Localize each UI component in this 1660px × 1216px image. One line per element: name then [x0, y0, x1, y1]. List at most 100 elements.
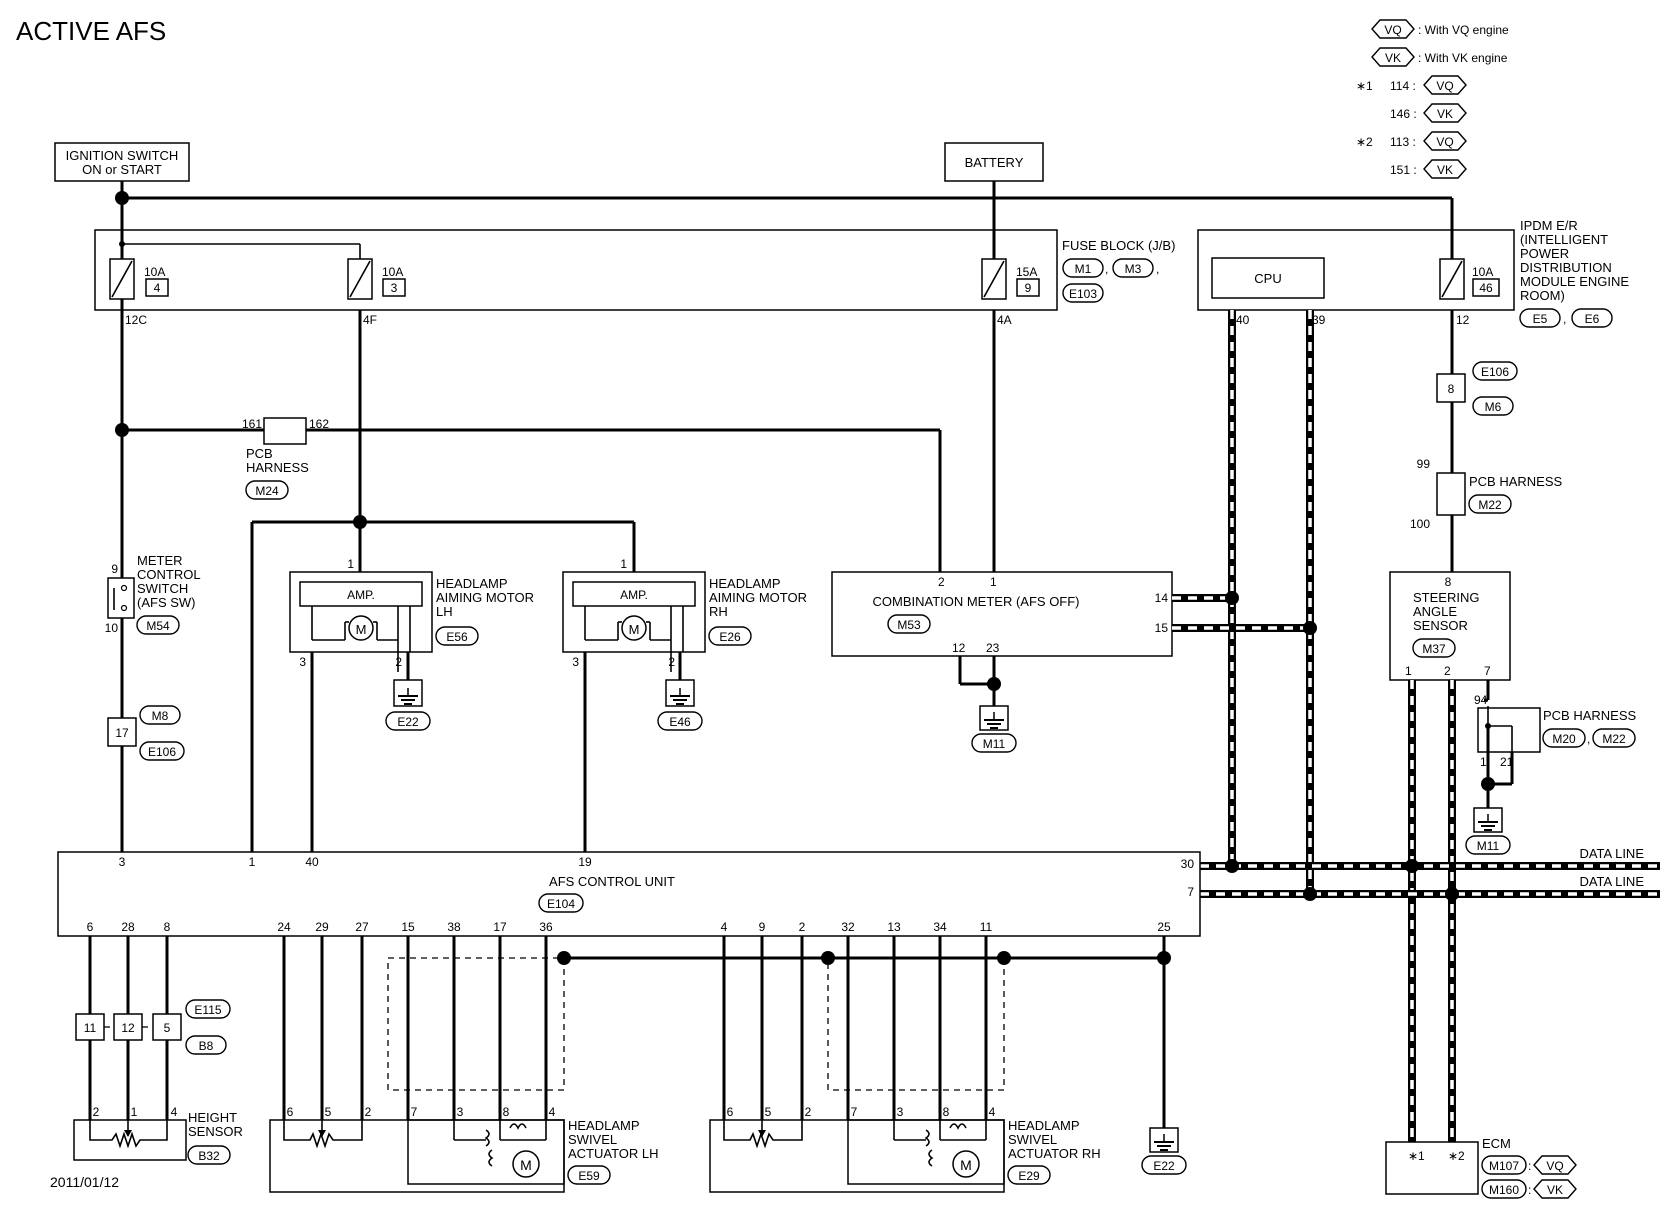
svg-text:PCB: PCB: [246, 446, 273, 461]
svg-text:1: 1: [131, 1105, 138, 1119]
svg-text:ACTUATOR LH: ACTUATOR LH: [568, 1146, 659, 1161]
tag-vk-legend: VK: [1371, 47, 1415, 67]
svg-text:M: M: [356, 622, 367, 637]
svg-text:RH: RH: [709, 604, 728, 619]
svg-text:M3: M3: [1125, 262, 1142, 276]
svg-text:HARNESS: HARNESS: [246, 460, 309, 475]
headlamp-aiming-motor-lh: AMP. M 1 3 2 E22 HEADLAMP AIMING MOTOR L…: [289, 557, 534, 858]
svg-text:AIMING MOTOR: AIMING MOTOR: [436, 590, 534, 605]
svg-text:M11: M11: [983, 737, 1006, 751]
svg-text:MODULE ENGINE: MODULE ENGINE: [1520, 274, 1629, 289]
svg-text:3: 3: [119, 855, 126, 869]
svg-text:PCB HARNESS: PCB HARNESS: [1469, 474, 1563, 489]
svg-text:∗1: ∗1: [1356, 79, 1373, 93]
svg-text:2: 2: [799, 920, 806, 934]
svg-text:38: 38: [447, 920, 461, 934]
svg-text:FUSE BLOCK (J/B): FUSE BLOCK (J/B): [1062, 238, 1175, 253]
svg-text:151 :: 151 :: [1390, 163, 1417, 177]
svg-text:B32: B32: [198, 1149, 220, 1163]
svg-text:25: 25: [1157, 920, 1171, 934]
svg-text:: With VK engine: : With VK engine: [1418, 51, 1508, 65]
svg-text:M1: M1: [1075, 262, 1092, 276]
svg-text:29: 29: [315, 920, 329, 934]
svg-text:VQ: VQ: [1546, 1159, 1563, 1173]
headlamp-aiming-motor-rh: AMP. M 1 3 2 E46 HEADLAMP AIMING MOTOR R…: [562, 557, 807, 858]
svg-text:HEADLAMP: HEADLAMP: [436, 576, 508, 591]
svg-text:SENSOR: SENSOR: [1413, 618, 1468, 633]
svg-text:,: ,: [1587, 732, 1590, 746]
svg-text:E26: E26: [719, 630, 741, 644]
svg-text:POWER: POWER: [1520, 246, 1569, 261]
svg-text:11: 11: [980, 920, 993, 934]
svg-text:AIMING MOTOR: AIMING MOTOR: [709, 590, 807, 605]
svg-text::: :: [1528, 1183, 1531, 1197]
svg-text:34: 34: [933, 920, 947, 934]
svg-text:∗2: ∗2: [1448, 1149, 1465, 1163]
ignition-switch-source: IGNITION SWITCH ON or START: [54, 142, 190, 182]
svg-text:(INTELLIGENT: (INTELLIGENT: [1520, 232, 1608, 247]
tag-vq-legend: VQ: [1371, 19, 1415, 39]
svg-text:HEIGHT: HEIGHT: [188, 1110, 237, 1125]
svg-text:VK: VK: [1437, 107, 1453, 121]
svg-text:E106: E106: [1481, 365, 1509, 379]
svg-text:AMP.: AMP.: [347, 588, 375, 602]
svg-text:∗2: ∗2: [1356, 135, 1373, 149]
svg-text:36: 36: [539, 920, 553, 934]
svg-text:17: 17: [493, 920, 507, 934]
svg-text:8: 8: [503, 1105, 510, 1119]
svg-text:(AFS SW): (AFS SW): [137, 595, 196, 610]
svg-text:99: 99: [1417, 457, 1431, 471]
svg-text:46: 46: [1479, 281, 1493, 295]
svg-text:7: 7: [1484, 664, 1491, 678]
svg-text:2: 2: [395, 655, 402, 669]
svg-text:AFS CONTROL UNIT: AFS CONTROL UNIT: [549, 874, 675, 889]
svg-text:M37: M37: [1422, 642, 1446, 656]
svg-text:,: ,: [1156, 262, 1159, 276]
svg-text:VK: VK: [1547, 1183, 1563, 1197]
svg-text:3: 3: [299, 655, 306, 669]
svg-text:15: 15: [401, 920, 415, 934]
svg-text:2: 2: [805, 1105, 812, 1119]
svg-text:9: 9: [1025, 281, 1032, 295]
meter-control-switch: 9 10 METER CONTROL SWITCH (AFS SW) M54: [105, 553, 201, 635]
svg-text:1: 1: [1480, 755, 1487, 769]
svg-text:1: 1: [990, 575, 997, 589]
svg-text:HEADLAMP: HEADLAMP: [568, 1118, 640, 1133]
data-line-label-1: DATA LINE: [1579, 846, 1644, 861]
ground-e22: E22: [1141, 1127, 1187, 1175]
svg-text:E56: E56: [446, 630, 468, 644]
svg-text:HEADLAMP: HEADLAMP: [1008, 1118, 1080, 1133]
svg-text:3: 3: [897, 1105, 904, 1119]
svg-text:21: 21: [1500, 755, 1514, 769]
svg-text:14: 14: [1155, 591, 1169, 605]
svg-text:IGNITION SWITCH: IGNITION SWITCH: [66, 148, 179, 163]
svg-text:3: 3: [572, 655, 579, 669]
svg-text:ANGLE: ANGLE: [1413, 604, 1457, 619]
svg-text:,: ,: [1105, 262, 1108, 276]
svg-text:100: 100: [1410, 517, 1430, 531]
svg-text:ACTUATOR RH: ACTUATOR RH: [1008, 1146, 1101, 1161]
svg-text:114 :: 114 :: [1390, 79, 1416, 93]
svg-text:BATTERY: BATTERY: [965, 155, 1024, 170]
svg-text:17: 17: [115, 726, 129, 740]
svg-text:4A: 4A: [997, 313, 1012, 327]
svg-text:E22: E22: [397, 715, 419, 729]
svg-text:VK: VK: [1385, 51, 1401, 65]
bottom-wires: [88, 936, 1171, 1128]
svg-text:4F: 4F: [363, 313, 377, 327]
svg-text:4: 4: [721, 920, 728, 934]
svg-text:E6: E6: [1585, 312, 1600, 326]
headlamp-swivel-actuator-lh: 6 5 2 7 3 8 4 M HEADLAMP SWIVEL ACTUATOR…: [269, 1105, 659, 1193]
svg-text:AMP.: AMP.: [620, 588, 648, 602]
svg-text:6: 6: [287, 1105, 294, 1119]
svg-text:12: 12: [121, 1021, 135, 1035]
svg-text:M160: M160: [1489, 1183, 1519, 1197]
svg-text:15: 15: [1155, 621, 1169, 635]
svg-text:113 :: 113 :: [1390, 135, 1416, 149]
svg-text:M6: M6: [1485, 400, 1502, 414]
steering-power-line: 8 E106 M6 99 100 PCB HARNESS M22: [1410, 310, 1563, 572]
svg-text:8: 8: [1445, 575, 1452, 589]
svg-text:7: 7: [411, 1105, 418, 1119]
svg-text:E59: E59: [578, 1169, 600, 1183]
